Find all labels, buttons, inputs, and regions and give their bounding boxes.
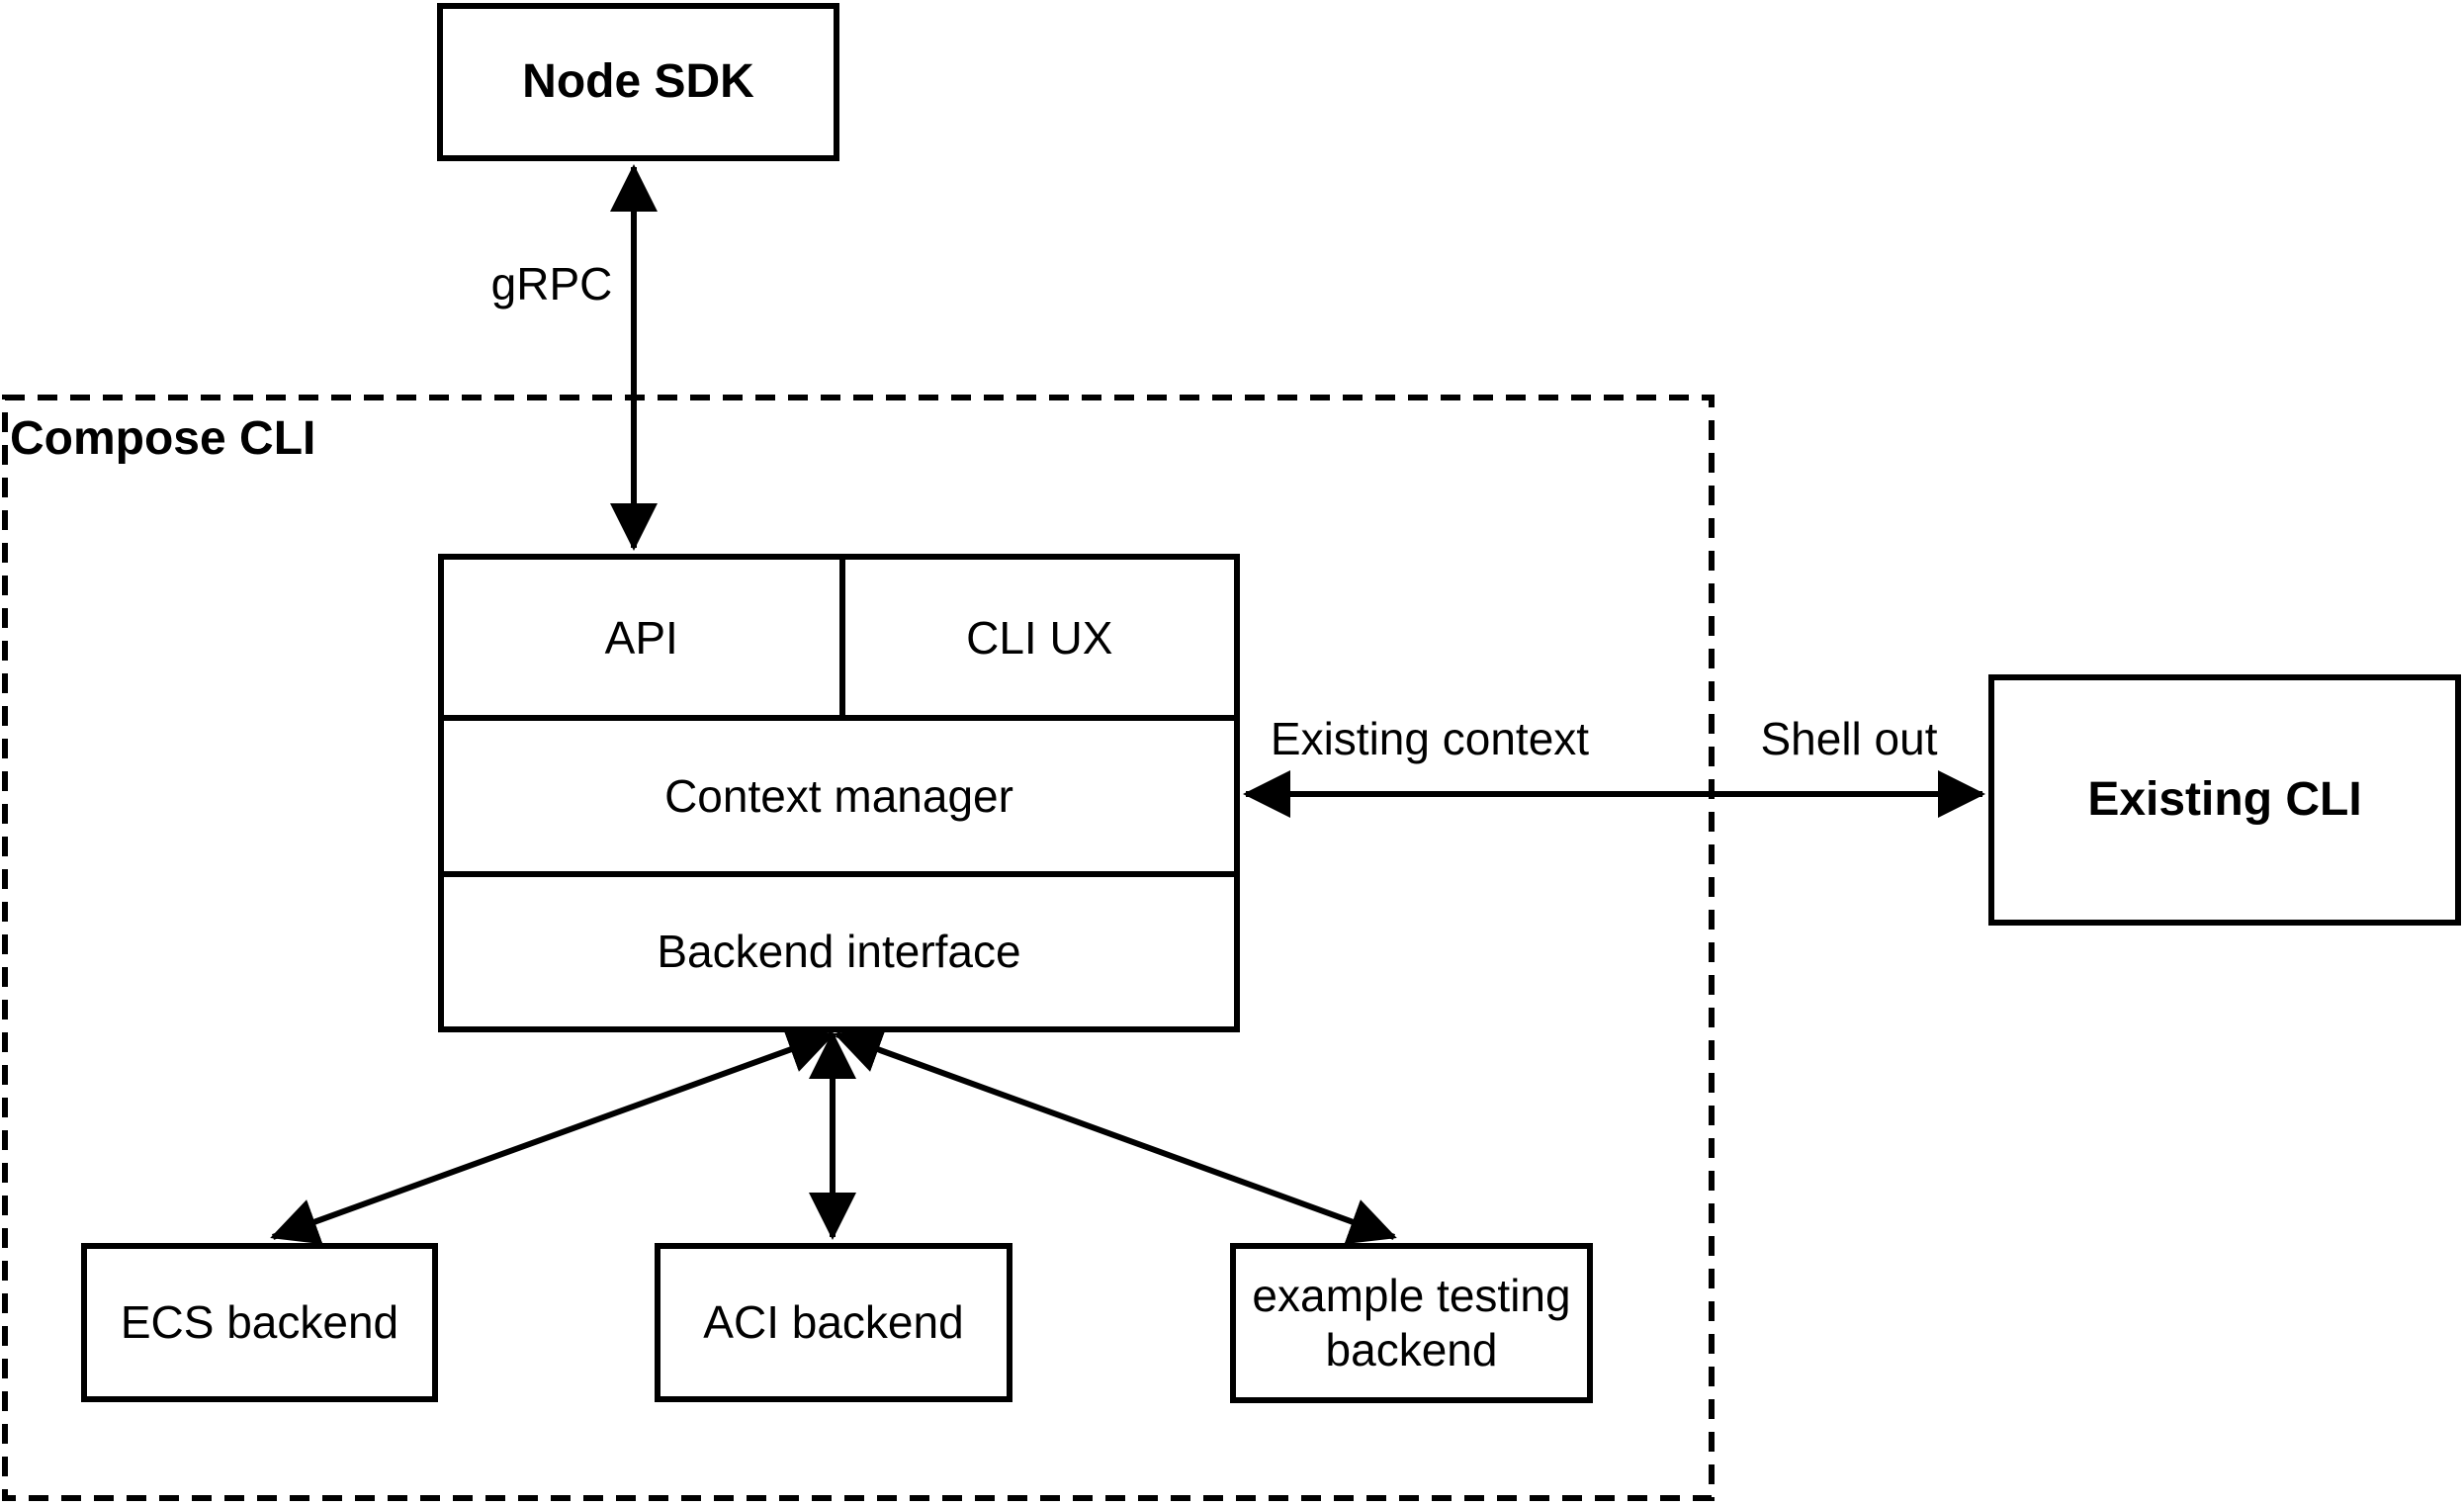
ecs-backend-box: ECS backend: [81, 1243, 438, 1402]
core-top-row: API CLI UX: [444, 560, 1235, 716]
api-label: API: [604, 611, 678, 664]
aci-backend-box: ACI backend: [655, 1243, 1012, 1402]
api-cell: API: [444, 560, 839, 715]
example-backend-arrow: [834, 1026, 1397, 1245]
ecs-backend-arrow: [270, 1026, 836, 1245]
example-testing-backend-box: example testing backend: [1230, 1243, 1593, 1403]
node-sdk-box: Node SDK: [437, 3, 839, 161]
aci-backend-label: ACI backend: [703, 1295, 964, 1348]
example-testing-backend-label: example testing backend: [1252, 1269, 1571, 1375]
cli-ux-label: CLI UX: [966, 611, 1113, 664]
shell-out-edge-label: Shell out: [1760, 713, 1938, 764]
node-sdk-label: Node SDK: [522, 55, 754, 109]
grpc-edge-label: gRPC: [490, 258, 613, 310]
existing-context-edge-label: Existing context: [1270, 713, 1590, 764]
context-manager-cell: Context manager: [444, 715, 1234, 870]
existing-cli-box: Existing CLI: [1988, 674, 2461, 926]
cli-ux-cell: CLI UX: [838, 560, 1235, 716]
backend-interface-label: Backend interface: [657, 926, 1021, 978]
backend-interface-cell: Backend interface: [444, 870, 1234, 1026]
ecs-backend-label: ECS backend: [120, 1295, 399, 1348]
context-manager-label: Context manager: [664, 769, 1013, 822]
compose-cli-core-box: API CLI UX Context manager Backend inter…: [438, 554, 1240, 1032]
existing-cli-label: Existing CLI: [2087, 773, 2362, 827]
compose-cli-container-label: Compose CLI: [10, 412, 316, 465]
